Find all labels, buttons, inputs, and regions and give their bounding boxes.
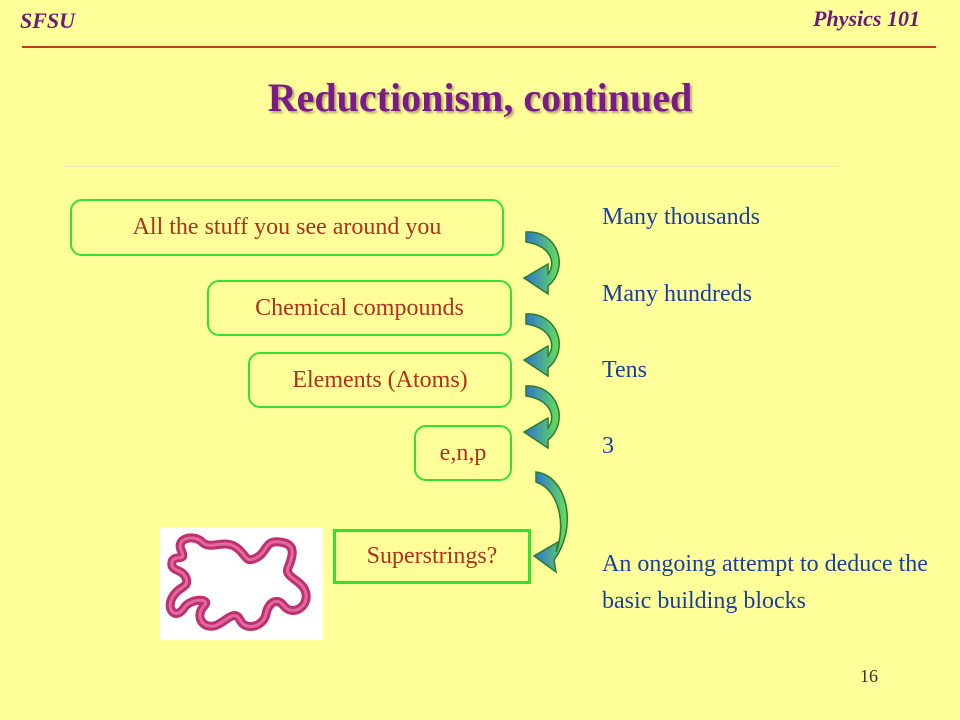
curved-down-arrow-icon <box>522 231 560 296</box>
curved-down-arrow-icon <box>522 313 560 378</box>
curved-down-arrow-icon <box>522 385 560 450</box>
level-box-chemical-compounds: Chemical compounds <box>207 280 512 336</box>
superstring-image <box>160 528 323 640</box>
level-box-elements: Elements (Atoms) <box>248 352 512 408</box>
level-box-everyday-stuff: All the stuff you see around you <box>70 199 504 256</box>
count-three: 3 <box>602 433 614 459</box>
header-left-label: SFSU <box>20 8 76 33</box>
level-box-superstrings: Superstrings? <box>333 529 531 584</box>
header-divider <box>22 46 936 48</box>
slide-title: Reductionism, continued <box>267 75 693 120</box>
count-many-thousands: Many thousands <box>602 204 760 230</box>
count-many-hundreds: Many hundreds <box>602 281 752 307</box>
page-number: 16 <box>860 666 878 686</box>
superstring-loop-icon <box>165 533 311 632</box>
ongoing-attempt-note: An ongoing attempt to deduce the basic b… <box>602 551 928 614</box>
level-box-enp: e,n,p <box>414 425 512 481</box>
header-right-label: Physics 101 <box>813 6 920 31</box>
title-separator <box>64 166 840 167</box>
curved-down-arrow-icon <box>532 471 568 574</box>
count-tens: Tens <box>602 357 647 383</box>
